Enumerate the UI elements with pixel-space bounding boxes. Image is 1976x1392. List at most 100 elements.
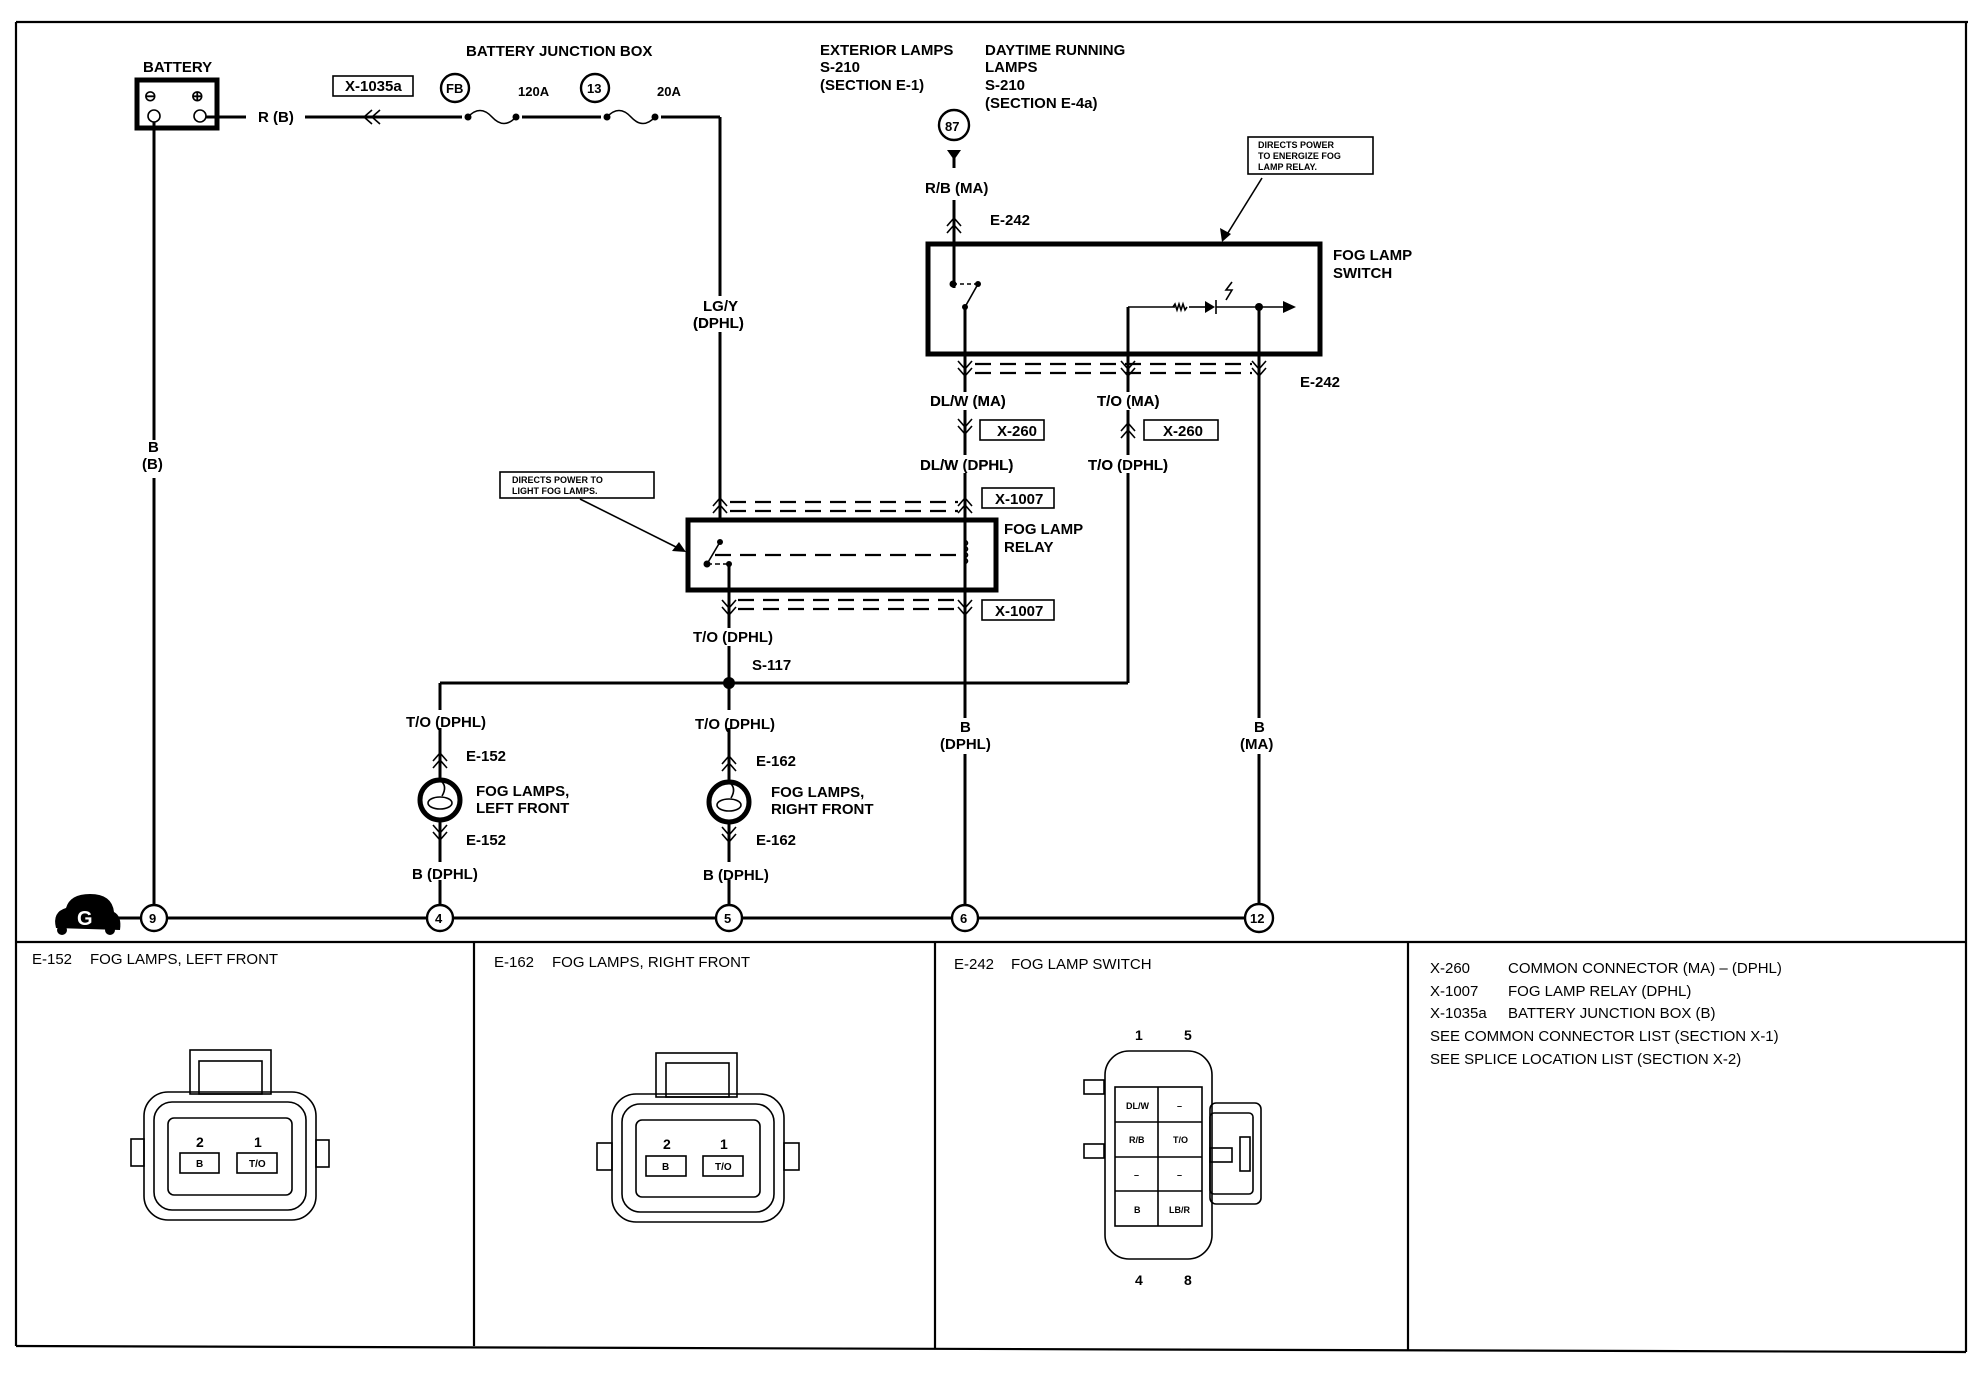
connector-view-e152: E-152 FOG LAMPS, LEFT FRONT 2 1 B T/O — [32, 951, 330, 1221]
relay-callout-arrow-icon — [672, 542, 686, 552]
to-dphl-label-fg: T/O (DPHL) — [1088, 457, 1168, 474]
fog-lamp-relay-box — [685, 517, 999, 593]
x1035a-box — [332, 75, 414, 97]
pin-wire: – — [1177, 1170, 1182, 1180]
battery-ground-wire-sub: (B) — [142, 456, 163, 473]
ref-line: DAYTIME RUNNING — [985, 42, 1125, 59]
battery-negative-icon: ⊖ — [144, 88, 157, 105]
pin-wire: T/O — [1173, 1135, 1188, 1145]
relay-ground-label: B — [960, 719, 971, 736]
battery-ground-wire-label: B — [148, 439, 159, 456]
ground-symbol-text: G — [77, 908, 93, 930]
pin-number: 1 — [254, 1134, 262, 1150]
ref-line: S-210 — [985, 77, 1025, 94]
pin-number: 2 — [196, 1134, 204, 1150]
relay-label-1: FOG LAMP — [1004, 521, 1083, 538]
switch-ground-sub: (MA) — [1240, 736, 1273, 753]
pin-number: 1 — [720, 1136, 728, 1152]
fuse-20a-icon — [601, 109, 661, 125]
pin-wire: B — [1134, 1205, 1141, 1215]
feed-87-label: 87 — [945, 119, 959, 134]
battery: BATTERY ⊖ ⊕ — [134, 59, 220, 131]
ground-node-label: 5 — [724, 911, 731, 926]
ground-node-label: 6 — [960, 911, 967, 926]
ground-node-4: 4 — [425, 903, 455, 933]
ground-node-12: 12 — [1243, 902, 1275, 934]
exterior-lamps-reference: EXTERIOR LAMPS S-210 (SECTION E-1) — [820, 42, 953, 94]
x1007-label-top: X-1007 — [995, 491, 1043, 508]
left-fog-lamp-bulb-icon — [417, 777, 463, 823]
connector-name: FOG LAMPS, LEFT FRONT — [90, 951, 278, 968]
dlw-ma-label-fg: DL/W (MA) — [930, 393, 1006, 410]
connector-id: E-242 — [954, 956, 994, 973]
ref-line: S-210 — [820, 59, 860, 76]
battery-wire-label: R (B) — [258, 109, 294, 126]
left-lamp-connector-bottom: E-152 — [466, 832, 506, 849]
switch-contact-icon — [949, 280, 981, 310]
relay-label-2: RELAY — [1004, 539, 1053, 556]
pin-number: 1 — [1135, 1027, 1143, 1043]
ground-node-6: 6 — [950, 903, 980, 933]
switch-label-1: FOG LAMP — [1333, 247, 1412, 264]
x260-label-b: X-260 — [1163, 423, 1203, 440]
switch-connector-bottom: E-242 — [1300, 374, 1340, 391]
relay-callout-box — [499, 471, 655, 499]
pin-wire: – — [1134, 1170, 1139, 1180]
dlw-dphl-label-fg: DL/W (DPHL) — [920, 457, 1013, 474]
relay-callout-1: DIRECTS POWER TO — [512, 475, 603, 485]
right-lamp-wire-bottom: B (DPHL) — [703, 867, 769, 884]
pin-number: 2 — [663, 1136, 671, 1152]
ground-node-5: 5 — [714, 903, 744, 933]
switch-callout-arrow-icon — [1220, 228, 1231, 242]
switch-ground-label: B — [1254, 719, 1265, 736]
legend-desc: COMMON CONNECTOR (MA) – (DPHL) — [1508, 960, 1782, 977]
switch-callout-2: TO ENERGIZE FOG — [1258, 151, 1341, 161]
ref-line: LAMPS — [985, 59, 1038, 76]
switch-label-2: SWITCH — [1333, 265, 1392, 282]
fuse-fb-rating: 120A — [518, 84, 550, 99]
rb-wire-label: R/B (MA) — [925, 180, 988, 197]
left-lamp-label-2: LEFT FRONT — [476, 800, 569, 817]
left-lamp-wire-top: T/O (DPHL) — [406, 714, 486, 731]
x1007-box-top — [981, 487, 1055, 509]
pin-wire: T/O — [249, 1159, 266, 1170]
to-ma-label-fg: T/O (MA) — [1097, 393, 1159, 410]
x260-box-a — [979, 419, 1045, 441]
switch-callout-leader — [1225, 177, 1263, 237]
switch-output-arrow-icon — [1283, 301, 1296, 313]
fuse-fb-circle — [439, 72, 471, 104]
right-lamp-connector-bottom: E-162 — [756, 832, 796, 849]
ground-node-9: 9 — [139, 903, 169, 933]
switch-callout-box — [1247, 136, 1374, 175]
feed-87-circle — [937, 108, 971, 142]
right-lamp-label-2: RIGHT FRONT — [771, 801, 874, 818]
relay-callout-leader — [579, 498, 679, 549]
fuse-13-circle — [579, 72, 611, 104]
right-lamp-label-1: FOG LAMPS, — [771, 784, 864, 801]
legend-note: SEE SPLICE LOCATION LIST (SECTION X-2) — [1430, 1051, 1741, 1068]
relay-callout-2: LIGHT FOG LAMPS. — [512, 486, 598, 496]
connector-id: E-162 — [494, 954, 534, 971]
resistor-icon — [1172, 301, 1188, 313]
x1007-box-bottom — [981, 599, 1055, 621]
relay-coil-icon — [963, 539, 969, 565]
x1035a-connector-icon — [362, 109, 381, 125]
pin-wire: LB/R — [1169, 1205, 1190, 1215]
splice-label: S-117 — [752, 657, 791, 674]
relay-contact-icon — [703, 539, 960, 568]
pin-wire: – — [1177, 1101, 1182, 1111]
fuse-120a-icon — [462, 109, 522, 125]
ref-line: EXTERIOR LAMPS — [820, 42, 953, 59]
ground-node-label: 4 — [435, 911, 443, 926]
left-lamp-label-1: FOG LAMPS, — [476, 783, 569, 800]
ground-node-label: 9 — [149, 911, 156, 926]
diagram-frame — [14, 20, 1968, 1354]
left-lamp-wire-bottom: B (DPHL) — [412, 866, 478, 883]
x260-label-a: X-260 — [997, 423, 1037, 440]
pin-wire: R/B — [1129, 1135, 1145, 1145]
drl-reference: DAYTIME RUNNING LAMPS S-210 (SECTION E-4… — [985, 42, 1125, 112]
legend-note: SEE COMMON CONNECTOR LIST (SECTION X-1) — [1430, 1028, 1779, 1045]
battery-label: BATTERY — [143, 59, 212, 76]
ref-line: (SECTION E-4a) — [985, 95, 1098, 112]
